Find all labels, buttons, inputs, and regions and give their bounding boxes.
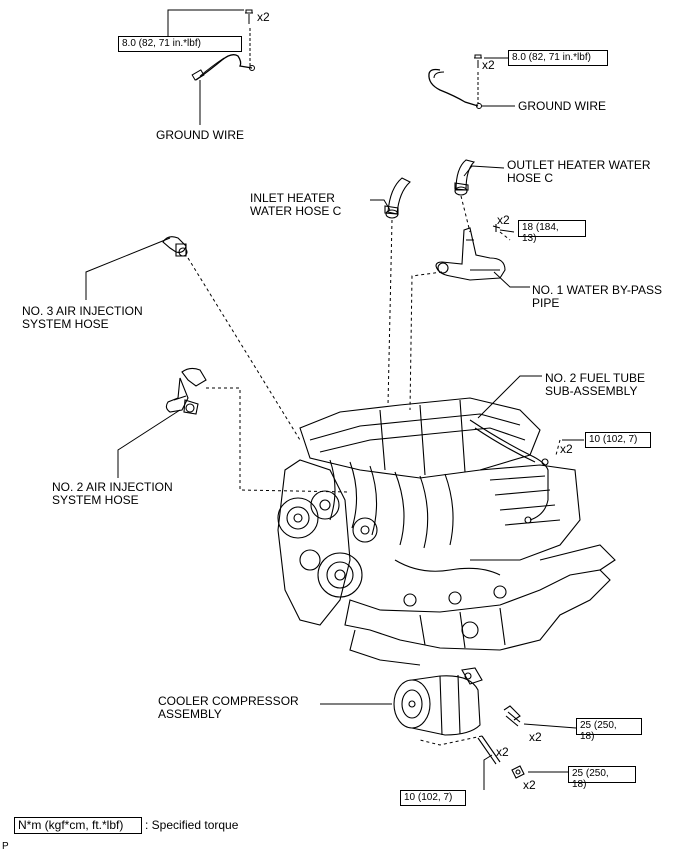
label-ground-wire-right: GROUND WIRE bbox=[518, 99, 606, 113]
label-outlet-hose: OUTLET HEATER WATER HOSE C bbox=[507, 158, 651, 185]
torque-value: 25 (250, 18) bbox=[572, 768, 609, 790]
torque-value: 8.0 (82, 71 in.*lbf) bbox=[122, 38, 201, 49]
torque-value: 8.0 (82, 71 in.*lbf) bbox=[512, 52, 591, 63]
torque-value: 10 (102, 7) bbox=[404, 792, 453, 803]
qty-mark: x2 bbox=[523, 778, 536, 792]
legend-unit-box: N*m (kgf*cm, ft.*lbf) bbox=[14, 817, 142, 834]
label-fuel-tube: NO. 2 FUEL TUBE SUB-ASSEMBLY bbox=[545, 371, 646, 398]
qty-mark: x2 bbox=[529, 730, 542, 744]
label-inlet-hose: INLET HEATER WATER HOSE C bbox=[250, 191, 342, 218]
qty-mark: x2 bbox=[257, 10, 270, 24]
torque-box-6: 25 (250, 18) bbox=[568, 766, 636, 790]
qty-mark: x2 bbox=[560, 442, 573, 456]
air-hose-3 bbox=[162, 236, 188, 257]
label-ground-wire-left: GROUND WIRE bbox=[156, 128, 244, 142]
legend-unit: N*m (kgf*cm, ft.*lbf) bbox=[18, 818, 124, 832]
bypass-pipe bbox=[435, 224, 506, 281]
torque-box-3: 18 (184, 13) bbox=[518, 220, 586, 244]
qty-mark: x2 bbox=[497, 213, 510, 227]
air-hose-2 bbox=[165, 367, 207, 415]
label-compressor: COOLER COMPRESSOR ASSEMBLY bbox=[158, 694, 299, 721]
compressor bbox=[393, 667, 525, 779]
torque-box-1: 8.0 (82, 71 in.*lbf) bbox=[118, 36, 242, 52]
label-air-hose-2: NO. 2 AIR INJECTION SYSTEM HOSE bbox=[52, 480, 173, 507]
assembly-lines bbox=[187, 195, 561, 746]
leader-lines bbox=[85, 9, 584, 790]
torque-value: 10 (102, 7) bbox=[589, 434, 638, 445]
torque-box-5: 25 (250, 18) bbox=[576, 718, 642, 742]
label-bypass-pipe: NO. 1 WATER BY-PASS PIPE bbox=[532, 283, 663, 310]
ground-wire-left bbox=[191, 9, 255, 81]
label-air-hose-3: NO. 3 AIR INJECTION SYSTEM HOSE bbox=[22, 304, 143, 331]
qty-mark: x2 bbox=[496, 745, 509, 759]
outlet-hose bbox=[454, 159, 476, 196]
torque-value: 25 (250, 18) bbox=[580, 720, 617, 742]
inlet-hose bbox=[384, 177, 411, 219]
engine-block bbox=[277, 397, 616, 666]
qty-mark: x2 bbox=[482, 58, 495, 72]
page-mark: P bbox=[2, 841, 9, 852]
torque-value: 18 (184, 13) bbox=[522, 222, 559, 244]
torque-box-7: 10 (102, 7) bbox=[400, 790, 466, 806]
legend-text: : Specified torque bbox=[145, 818, 239, 832]
torque-box-2: 8.0 (82, 71 in.*lbf) bbox=[508, 50, 608, 66]
torque-box-4: 10 (102, 7) bbox=[585, 432, 651, 448]
ground-wire-right bbox=[428, 54, 482, 109]
